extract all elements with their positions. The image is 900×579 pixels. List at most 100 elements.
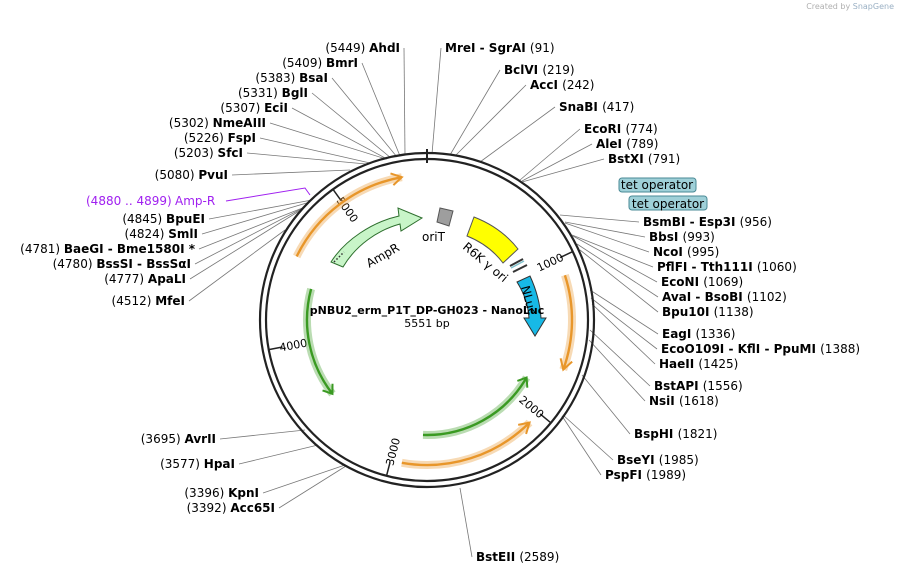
site-position: (5302) [169, 116, 213, 130]
restriction-site: (3577) HpaI [160, 457, 235, 471]
bp-tick-label: 3000 [383, 437, 403, 467]
site-leader [449, 69, 501, 156]
bp-tick-label: 4000 [278, 337, 308, 355]
site-enzyme: AvaI - BsoBI [662, 290, 747, 304]
site-enzyme: HpaI [204, 457, 235, 471]
site-enzyme: BstAPI [654, 379, 703, 393]
site-position: (1102) [747, 290, 787, 304]
site-position: (91) [530, 41, 555, 55]
restriction-site: BspHI (1821) [634, 427, 717, 441]
ampr-label: AmpR [364, 240, 402, 270]
site-leader [590, 297, 658, 350]
orange-arc-bottom [401, 421, 531, 467]
site-position: (1425) [698, 357, 738, 371]
site-position: (5383) [255, 71, 299, 85]
site-enzyme: BpuEI [166, 212, 205, 226]
site-enzyme: ApaLI [148, 272, 186, 286]
bp-tick [268, 346, 283, 351]
orit-label: oriT [422, 230, 446, 244]
restriction-site: BseYI (1985) [617, 453, 699, 467]
site-position: (5307) [220, 101, 264, 115]
site-enzyme: SnaBI [559, 100, 602, 114]
site-leader [581, 374, 631, 435]
restriction-site: SnaBI (417) [559, 100, 634, 114]
site-leader [291, 107, 388, 160]
restriction-site: (5409) BmrI [282, 56, 358, 70]
restriction-site: (5449) AhdI [325, 41, 400, 55]
site-enzyme: BstXI [608, 152, 648, 166]
site-leader [259, 137, 371, 164]
restriction-site: BstEII (2589) [476, 550, 559, 564]
site-leader [521, 158, 605, 183]
site-enzyme: AhdI [369, 41, 400, 55]
bp-tick [559, 250, 574, 259]
restriction-site: EcoO109I - KflI - PpuMI (1388) [661, 342, 860, 356]
site-position: (1060) [757, 260, 797, 274]
site-position: (4781) [20, 242, 64, 256]
site-leader [479, 106, 556, 163]
ampr-feature [330, 207, 424, 268]
site-leader [589, 329, 651, 387]
restriction-site: (4777) ApaLI [104, 272, 186, 286]
site-leader [208, 199, 313, 220]
site-enzyme: EcoO109I - KflI - PpuMI [661, 342, 820, 356]
site-leader [564, 222, 650, 253]
site-position: (4780) [53, 257, 97, 271]
site-position: (3577) [160, 457, 204, 471]
tet-operator-box-1 [618, 177, 697, 193]
green-arc-left-head [322, 383, 334, 396]
site-position: (956) [740, 215, 772, 229]
bp-tick-label: 2000 [516, 393, 546, 421]
site-leader [238, 444, 319, 465]
site-leader [431, 47, 442, 155]
nluc-feature [516, 275, 547, 337]
restriction-site: EcoNI (1069) [661, 275, 743, 289]
site-enzyme: MfeI [155, 294, 185, 308]
site-enzyme: BseYI [617, 453, 659, 467]
site-position: (219) [542, 63, 574, 77]
site-leader [571, 234, 654, 268]
site-enzyme: BglI [282, 86, 308, 100]
restriction-site: NcoI (995) [653, 245, 719, 259]
operator-mark-1 [509, 258, 524, 267]
green-arc-bottom-glow [422, 375, 531, 439]
restriction-site: (3392) Acc65I [187, 501, 275, 515]
site-labels: (5449) AhdI(5409) BmrI(5383) BsaI(5331) … [20, 41, 860, 564]
site-position: (242) [562, 78, 594, 92]
restriction-site: (4512) MfeI [112, 294, 185, 308]
site-position: (791) [648, 152, 680, 166]
site-leader [576, 243, 659, 298]
operator-mark-1b [510, 260, 525, 269]
site-enzyme: PflFI - Tth111I [657, 260, 757, 274]
site-enzyme: PvuI [198, 168, 228, 182]
primer-name: Amp-R [175, 194, 215, 208]
primer-line [225, 187, 311, 202]
site-position: (417) [602, 100, 634, 114]
restriction-site: (3695) AvrII [141, 432, 216, 446]
site-enzyme: AleI [596, 137, 626, 151]
bp-tick [385, 462, 391, 477]
site-enzyme: BsaI [299, 71, 328, 85]
plasmid-length: 5551 bp [404, 317, 449, 330]
site-leader [219, 429, 306, 440]
restriction-site: (5080) PvuI [155, 168, 228, 182]
site-leader [519, 128, 581, 181]
site-enzyme: NmeAIII [213, 116, 266, 130]
tet-operator-box-2 [628, 195, 708, 211]
site-leader [262, 464, 346, 494]
site-leader [231, 169, 351, 176]
site-leader [521, 143, 593, 182]
site-position: (1989) [646, 468, 686, 482]
r6k-ori-feature [466, 216, 519, 264]
orange-arc-top [295, 176, 403, 257]
site-position: (3392) [187, 501, 231, 515]
site-leader [188, 229, 286, 302]
site-leader [246, 152, 367, 165]
site-leader [559, 214, 640, 223]
site-enzyme: BstEII [476, 550, 519, 564]
orange-arc-bottom-head [517, 421, 531, 435]
site-enzyme: FspI [228, 131, 256, 145]
site-leader [311, 92, 392, 159]
restriction-site: (5302) NmeAIII [169, 116, 266, 130]
